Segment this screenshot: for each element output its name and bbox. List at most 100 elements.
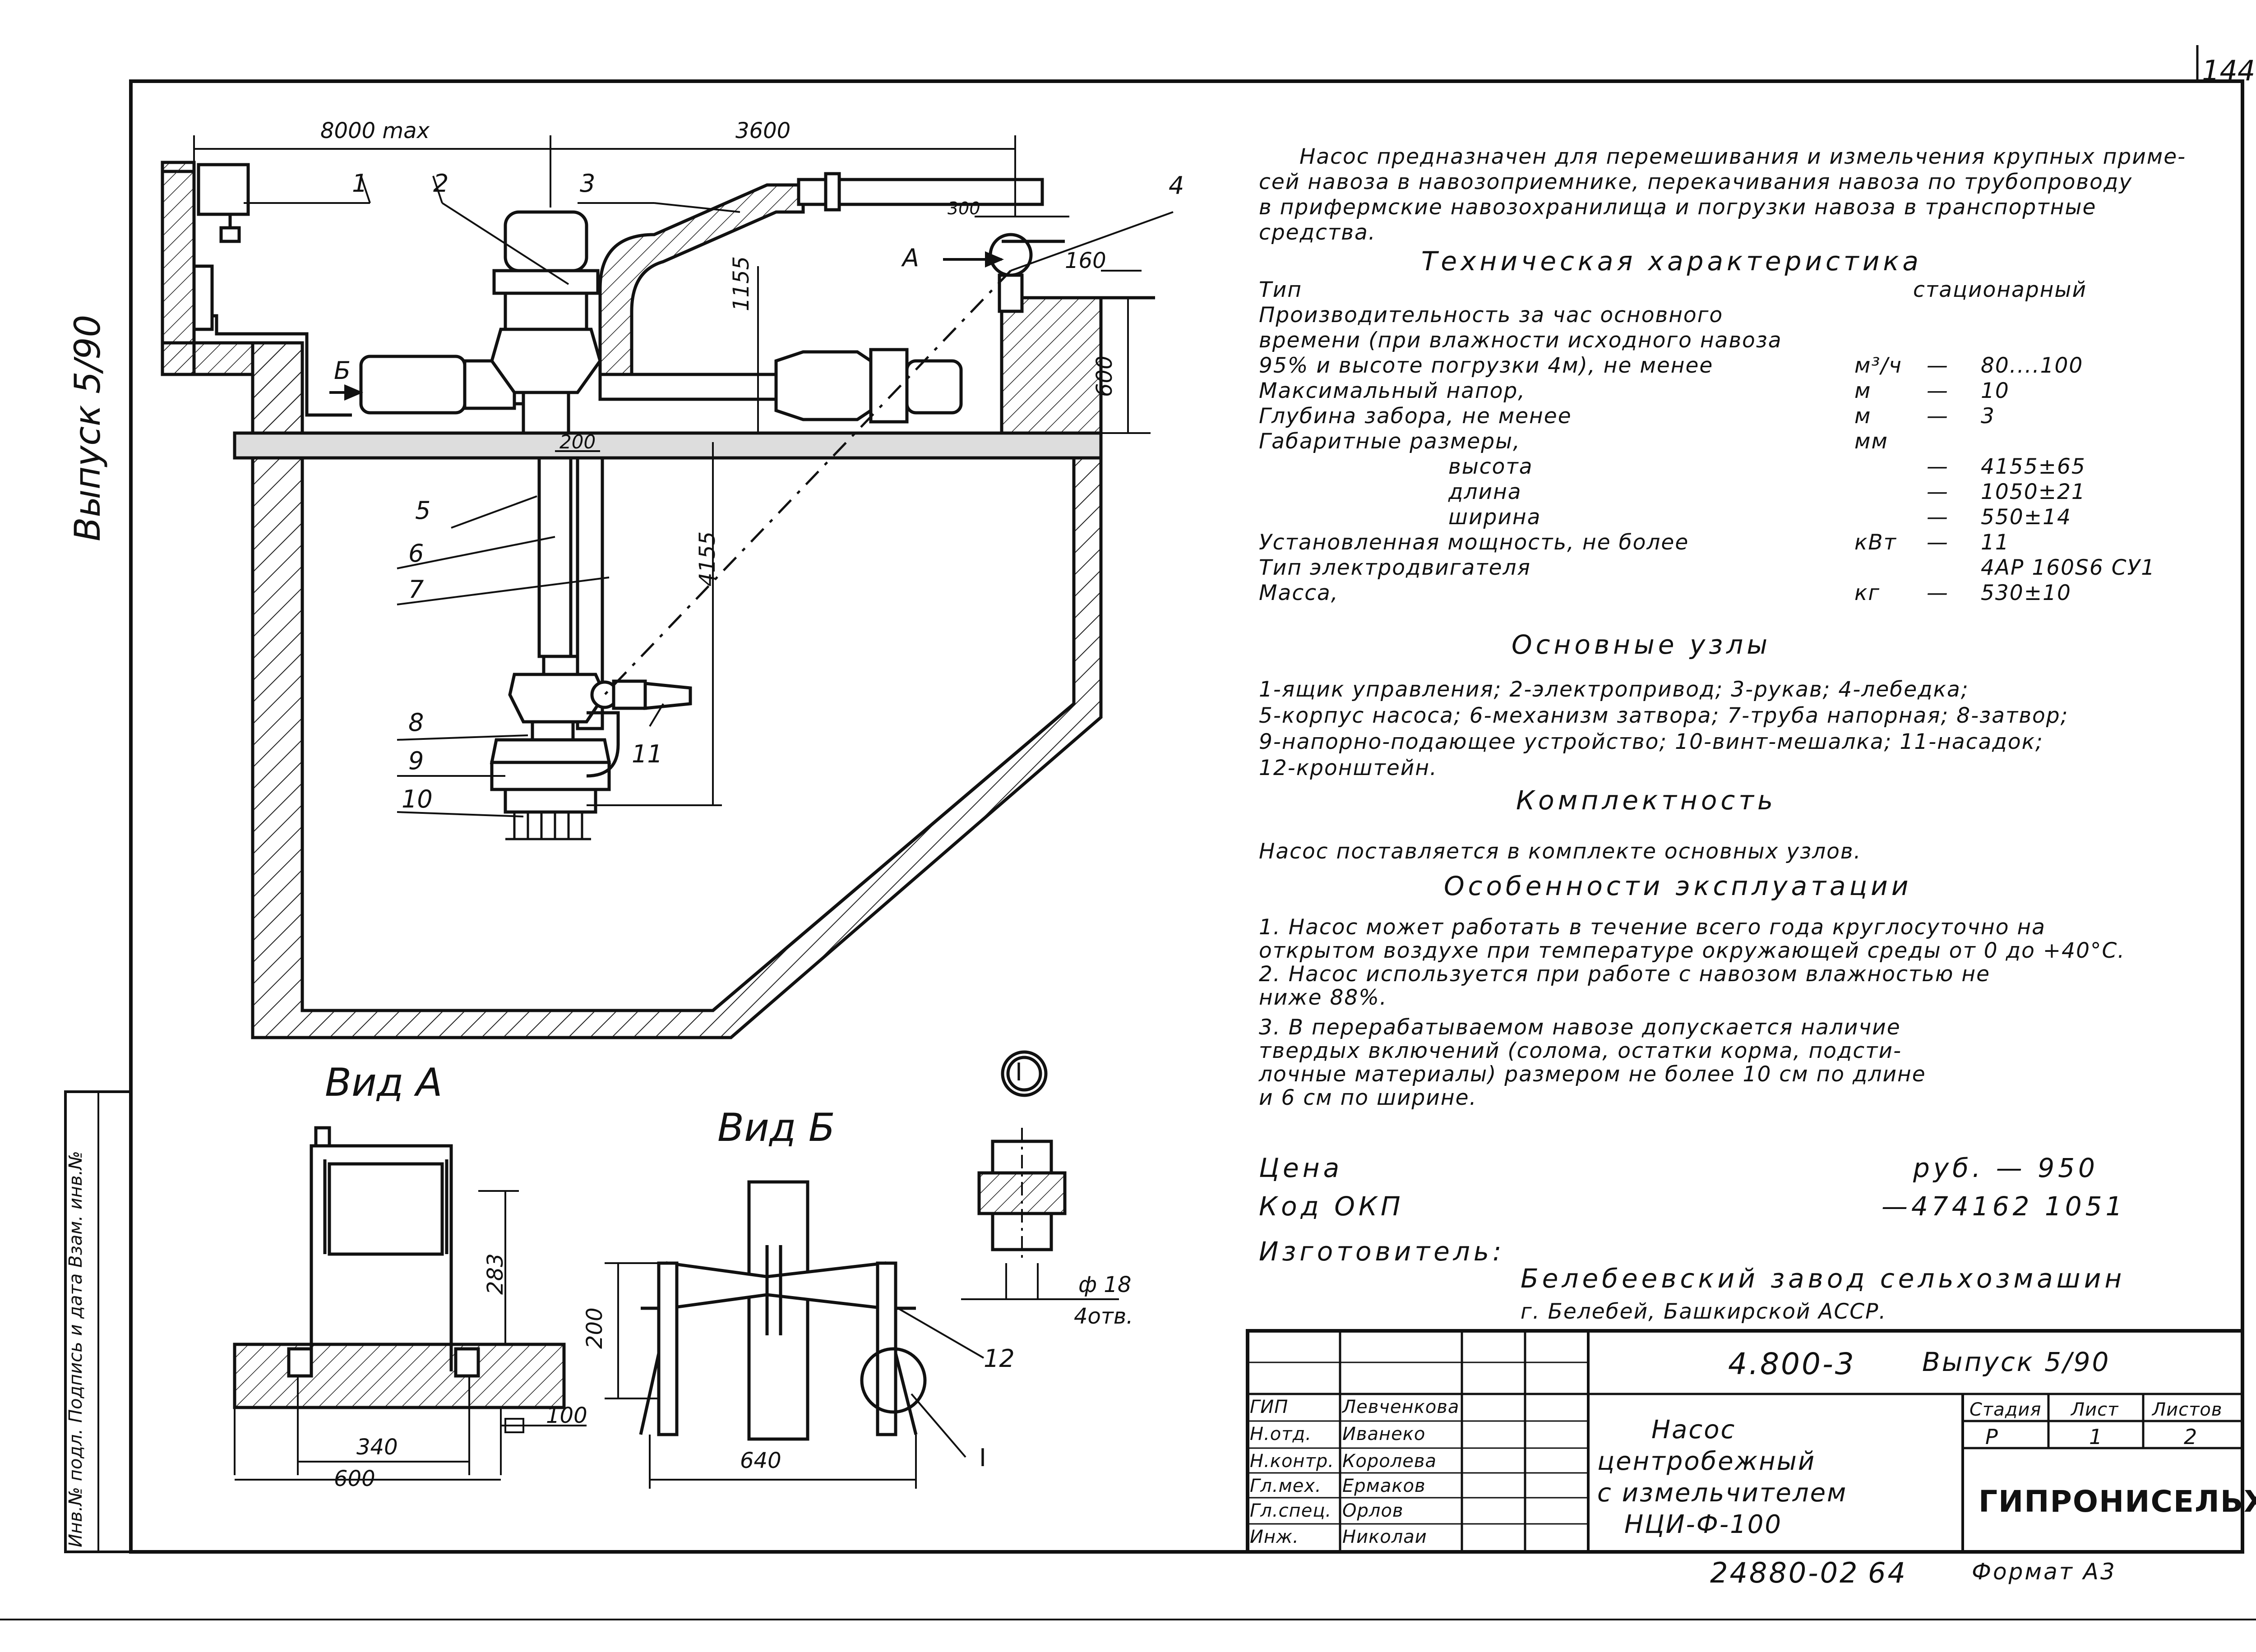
dim-3600: 3600 xyxy=(735,118,791,143)
price-value: руб. — 950 xyxy=(1913,1153,2099,1183)
dim-600: 600 xyxy=(334,1466,375,1491)
units-heading: Основные узлы xyxy=(1512,629,1771,660)
intro-line: в прифермские навозохранилища и погрузки… xyxy=(1259,195,2097,220)
units-line: 9-напорно-подающее устройство; 10-винт-м… xyxy=(1259,729,2043,754)
spec-name: Тип электродвигателя xyxy=(1259,555,1531,580)
callout-8: 8 xyxy=(408,708,424,737)
sheet-number: 144 xyxy=(2202,54,2256,87)
spec-dash: — xyxy=(1927,530,1949,555)
ops-line: твердых включений (солома, остатки корма… xyxy=(1259,1038,1902,1063)
spec-dash: — xyxy=(1927,581,1949,605)
doc-title: Насос центробежный с измельчителем НЦИ-Ф… xyxy=(1597,1414,1847,1541)
spec-row: длина—1050±21 xyxy=(1259,480,2206,505)
spec-name: Глубина забора, не менее xyxy=(1259,404,1572,429)
intro-text: Насос предназначен для перемешивания и и… xyxy=(1259,144,2186,245)
staff-name: Королева xyxy=(1342,1451,1437,1472)
spec-name: Масса, xyxy=(1259,581,1339,605)
ops-line: 3. В перерабатываемом навозе допускается… xyxy=(1259,1015,1901,1040)
spec-value: 80....100 xyxy=(1981,353,2084,378)
ops-line: 1. Насос может работать в течение всего … xyxy=(1259,915,2046,940)
dim-283: 283 xyxy=(483,1253,508,1295)
callout-4: 4 xyxy=(1169,171,1184,200)
spec-value: 4АР 160S6 СУ1 xyxy=(1981,555,2156,580)
detail-mark: I xyxy=(1015,1058,1022,1086)
stage-label: Стадия xyxy=(1969,1399,2042,1420)
dim-100: 100 xyxy=(546,1403,587,1428)
ops-heading: Особенности эксплуатации xyxy=(1444,871,1912,901)
spec-row: времени (при влажности исходного навоза xyxy=(1259,328,2206,353)
pump-assembly xyxy=(192,163,1065,840)
stage-value: Р xyxy=(1985,1425,1998,1449)
spec-unit: м³/ч xyxy=(1854,353,1902,378)
view-b-title: Вид Б xyxy=(717,1105,835,1150)
spec-value: 11 xyxy=(1981,530,2010,555)
dim-300: 300 xyxy=(948,198,980,218)
staff-name: Орлов xyxy=(1342,1500,1404,1521)
spec-name: высота xyxy=(1448,454,1533,479)
units-list: 1-ящик управления; 2-электропривод; 3-ру… xyxy=(1259,677,2068,781)
dim-200-b: 200 xyxy=(582,1307,607,1349)
pit-structure xyxy=(161,161,1155,1039)
detail-hole: ф 18 xyxy=(1078,1272,1132,1297)
staff-role: Гл.мех. xyxy=(1250,1476,1322,1496)
staff-name: Ермаков xyxy=(1342,1476,1426,1496)
ops-line: и 6 см по ширине. xyxy=(1259,1085,1477,1110)
intro-line: сей навоза в навозоприемнике, перекачива… xyxy=(1259,170,2133,194)
spec-dash: — xyxy=(1927,378,1949,403)
units-line: 1-ящик управления; 2-электропривод; 3-ру… xyxy=(1259,677,1969,702)
sheets-value: 2 xyxy=(2184,1425,2198,1449)
spec-row: ширина—550±14 xyxy=(1259,505,2206,530)
dim-160: 160 xyxy=(1065,248,1106,273)
tech-heading: Техническая характеристика xyxy=(1421,246,1922,277)
callout-9: 9 xyxy=(408,747,424,775)
staff-name: Левченкова xyxy=(1342,1397,1460,1417)
spec-dash: — xyxy=(1927,404,1949,429)
spec-dash: — xyxy=(1927,353,1949,378)
callout-10: 10 xyxy=(402,785,433,813)
ops-line: лочные материалы) размером не более 10 с… xyxy=(1259,1062,1926,1087)
format-label: Формат А3 xyxy=(1972,1559,2117,1585)
spec-name: Установленная мощность, не более xyxy=(1259,530,1689,555)
spec-value: 3 xyxy=(1981,404,1995,429)
spec-row: Масса,кг—530±10 xyxy=(1259,581,2206,606)
spec-unit: мм xyxy=(1854,429,1888,454)
intro-line: средства. xyxy=(1259,220,1376,245)
staff-role: Гл.спец. xyxy=(1250,1500,1332,1521)
detail-i xyxy=(961,1050,1119,1300)
view-a-title: Вид А xyxy=(325,1060,443,1105)
detail-holes: 4отв. xyxy=(1074,1304,1133,1329)
maker-name: Белебеевский завод сельхозмашин xyxy=(1521,1263,2126,1294)
spec-name: Производительность за час основного xyxy=(1259,303,1724,328)
callout-1: 1 xyxy=(352,169,368,198)
ops-line: ниже 88%. xyxy=(1259,985,1387,1010)
sheet-label: Лист xyxy=(2071,1399,2119,1420)
spec-value: 550±14 xyxy=(1981,505,2071,530)
dimension-lines xyxy=(193,135,1151,806)
spec-value: 1050±21 xyxy=(1981,480,2086,504)
detail-mark-b: I xyxy=(979,1444,986,1472)
spec-value: 4155±65 xyxy=(1981,454,2086,479)
spec-value: 530±10 xyxy=(1981,581,2071,605)
okp-label: Код ОКП xyxy=(1259,1191,1404,1222)
spec-name: времени (при влажности исходного навоза xyxy=(1259,328,1782,353)
staff-role: Инж. xyxy=(1250,1527,1299,1547)
callout-2: 2 xyxy=(433,169,449,198)
ops-list: 1. Насос может работать в течение всего … xyxy=(1259,916,2125,1110)
doc-issue: Выпуск 5/90 xyxy=(1922,1347,2111,1377)
sheet-value: 1 xyxy=(2089,1425,2103,1449)
okp-value: —474162 1051 xyxy=(1882,1191,2126,1222)
spec-name: длина xyxy=(1448,480,1522,504)
dim-340: 340 xyxy=(356,1435,398,1460)
set-heading: Комплектность xyxy=(1516,785,1777,816)
view-b xyxy=(605,1180,985,1489)
spec-row: Габаритные размеры,мм xyxy=(1259,429,2206,454)
ops-line: 2. Насос используется при работе с навоз… xyxy=(1259,962,1991,987)
dim-600-right: 600 xyxy=(1092,355,1117,397)
footer-num: 64 xyxy=(1868,1556,1907,1589)
title-line: НЦИ-Ф-100 xyxy=(1624,1510,1782,1539)
set-text: Насос поставляется в комплекте основных … xyxy=(1259,839,1862,864)
